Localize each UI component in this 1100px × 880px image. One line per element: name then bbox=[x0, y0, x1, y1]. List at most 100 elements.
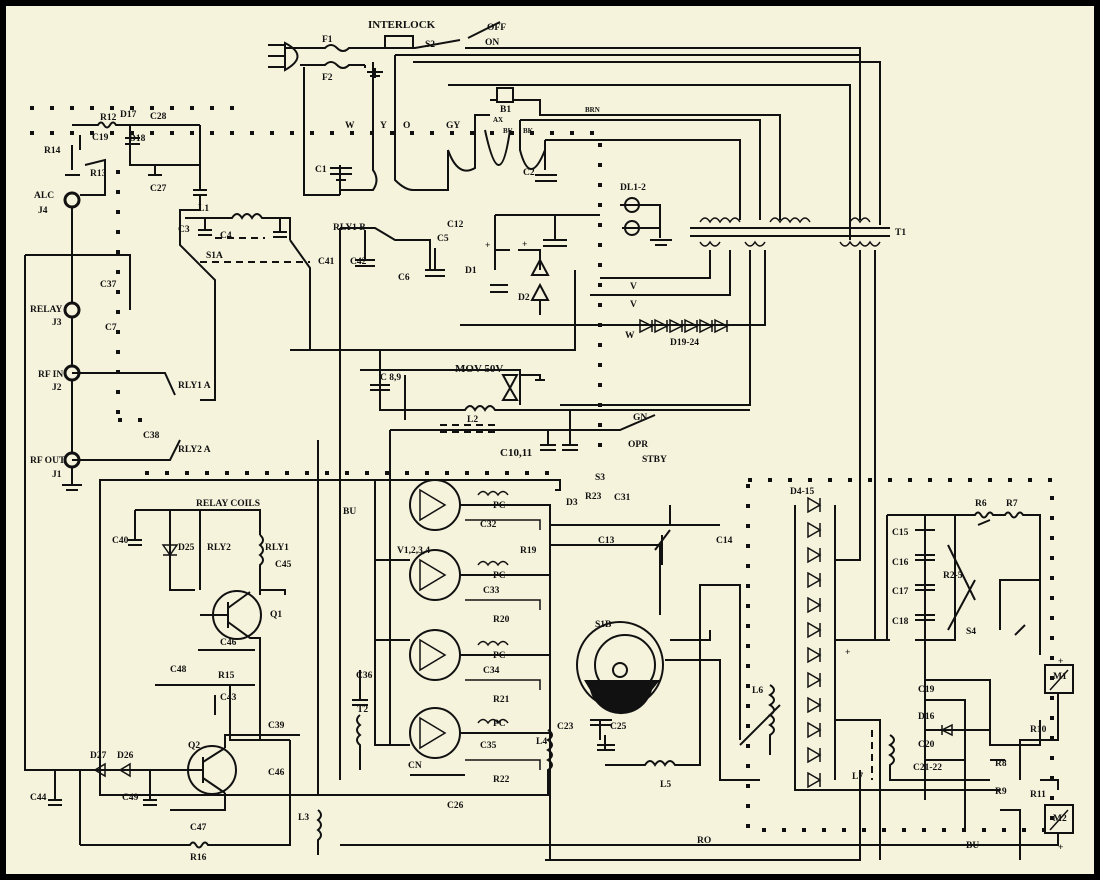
label-m1: M1 bbox=[1053, 672, 1067, 682]
label-c23: C23 bbox=[557, 722, 574, 732]
label-r8: R8 bbox=[995, 759, 1007, 769]
label-pc-4: PC bbox=[493, 719, 506, 729]
label-f2: F2 bbox=[322, 73, 333, 83]
label-r9: R9 bbox=[995, 787, 1007, 797]
label-c8-9: C 8,9 bbox=[380, 373, 401, 383]
label-c10-11: C10,11 bbox=[500, 447, 532, 459]
metering-section bbox=[340, 511, 1074, 860]
label-c6: C6 bbox=[398, 273, 410, 283]
label-c44: C44 bbox=[30, 793, 47, 803]
label-on: ON bbox=[485, 38, 499, 48]
label-bu-wire-3: BU bbox=[966, 841, 979, 851]
label-d27: D27 bbox=[90, 751, 107, 761]
label-j3: J3 bbox=[52, 318, 62, 328]
label-interlock: INTERLOCK bbox=[368, 19, 436, 31]
label-off: OFF bbox=[487, 23, 506, 33]
label-d16: D16 bbox=[918, 712, 935, 722]
label-c5: C5 bbox=[437, 234, 449, 244]
label-l2: L2 bbox=[467, 415, 478, 425]
label-d18: D18 bbox=[129, 134, 146, 144]
label-r11: R11 bbox=[1030, 790, 1046, 800]
label-r21: R21 bbox=[493, 695, 510, 705]
label-c20: C20 bbox=[918, 740, 935, 750]
label-bu-wire-2: BU bbox=[343, 507, 356, 517]
label-plus-c5: + bbox=[522, 240, 527, 250]
label-plus-m1: + bbox=[1058, 657, 1063, 667]
label-bk-wire: BK bbox=[523, 127, 534, 135]
label-r23: R23 bbox=[585, 492, 602, 502]
label-rly1: RLY1 bbox=[265, 543, 289, 553]
label-pc-3: PC bbox=[493, 651, 506, 661]
label-r16: R16 bbox=[190, 853, 207, 863]
label-c18: C18 bbox=[892, 617, 909, 627]
label-f1: F1 bbox=[322, 35, 333, 45]
label-dl1-2: DL1-2 bbox=[620, 183, 646, 193]
label-rly2a: RLY2 A bbox=[178, 445, 211, 455]
label-c7: C7 bbox=[105, 323, 117, 333]
label-c17: C17 bbox=[892, 587, 909, 597]
label-c4: C4 bbox=[220, 231, 232, 241]
label-brn-wire: BRN bbox=[585, 106, 600, 114]
label-c45: C45 bbox=[275, 560, 292, 570]
bias-supply bbox=[290, 197, 760, 351]
label-l3: L3 bbox=[298, 813, 309, 823]
label-c38: C38 bbox=[143, 431, 160, 441]
label-c37: C37 bbox=[100, 280, 117, 290]
label-pc-1: PC bbox=[493, 501, 506, 511]
label-rly1a: RLY1 A bbox=[178, 381, 211, 391]
label-c25: C25 bbox=[610, 722, 627, 732]
band-switch-s1b bbox=[545, 505, 861, 861]
label-c33: C33 bbox=[483, 586, 500, 596]
label-c49: C49 bbox=[122, 793, 139, 803]
d19-24-diode-string bbox=[639, 318, 729, 334]
label-c42: C42 bbox=[350, 257, 367, 267]
label-c48: C48 bbox=[170, 665, 187, 675]
label-c47: C47 bbox=[190, 823, 207, 833]
label-c16: C16 bbox=[892, 558, 909, 568]
label-bu-wire: BU bbox=[503, 127, 513, 135]
label-relay: RELAY bbox=[30, 305, 63, 315]
label-c43: C43 bbox=[220, 693, 237, 703]
ac-plug-icon bbox=[284, 41, 299, 72]
label-cn: CN bbox=[408, 761, 422, 771]
hv-diode-stack bbox=[794, 496, 1000, 860]
label-c39: C39 bbox=[268, 721, 285, 731]
input-tuning bbox=[185, 213, 445, 780]
label-gy-wire: GY bbox=[446, 121, 460, 131]
label-c34: C34 bbox=[483, 666, 500, 676]
interlock-switch bbox=[384, 35, 414, 49]
label-opr: OPR bbox=[628, 440, 648, 450]
label-o-wire: O bbox=[403, 121, 410, 131]
label-l1: L1 bbox=[198, 204, 209, 214]
label-plus-hv: + bbox=[845, 648, 850, 658]
tubes-v1-v4 bbox=[99, 479, 561, 860]
b1-fan-icon bbox=[496, 87, 514, 103]
label-t1: T1 bbox=[895, 228, 906, 238]
plate-supply bbox=[360, 369, 750, 745]
rf-connectors bbox=[24, 121, 216, 771]
label-r7: R7 bbox=[1006, 499, 1018, 509]
label-c28: C28 bbox=[150, 112, 167, 122]
power-input bbox=[268, 21, 881, 240]
label-rf-in: RF IN bbox=[38, 370, 63, 380]
shield-enclosures bbox=[30, 106, 1054, 832]
label-c2: C2 bbox=[523, 168, 535, 178]
label-plus-c6: + bbox=[485, 241, 490, 251]
label-d25: D25 bbox=[178, 543, 195, 553]
label-alc: ALC bbox=[34, 191, 54, 201]
label-r19: R19 bbox=[520, 546, 537, 556]
s2-switch-arm bbox=[467, 21, 501, 39]
label-s2: S2 bbox=[425, 40, 435, 50]
label-ax-wire: AX bbox=[493, 116, 503, 124]
label-r22: R22 bbox=[493, 775, 510, 785]
label-r6: R6 bbox=[975, 499, 987, 509]
label-c27: C27 bbox=[150, 184, 167, 194]
label-stby: STBY bbox=[642, 455, 667, 465]
label-c41: C41 bbox=[318, 257, 335, 267]
label-v-wire-1: V bbox=[630, 282, 637, 292]
label-r14: R14 bbox=[44, 146, 61, 156]
label-d26: D26 bbox=[117, 751, 134, 761]
label-s3: S3 bbox=[595, 473, 605, 483]
label-c3: C3 bbox=[178, 225, 190, 235]
